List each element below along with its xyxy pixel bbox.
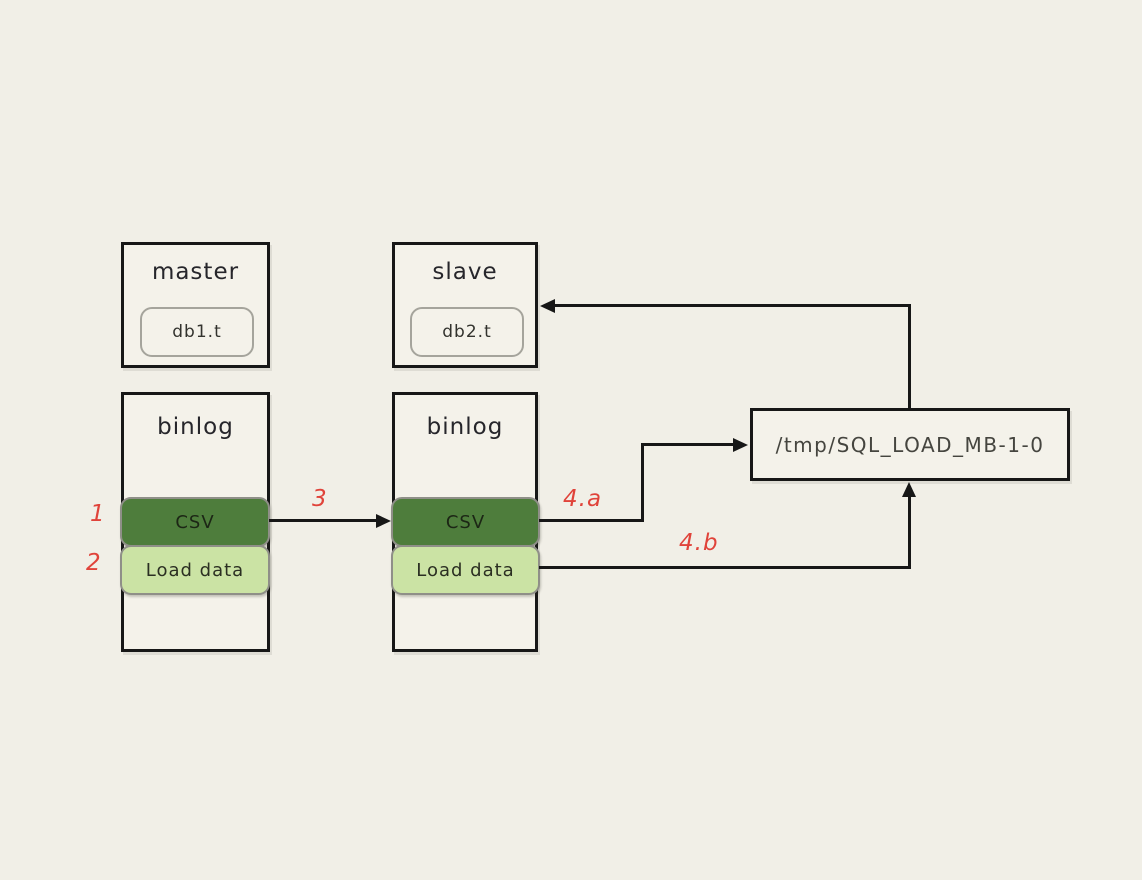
load-data-event-slave: Load data [391, 545, 540, 595]
csv-event-master-label: CSV [175, 511, 215, 533]
arrow-4a-line-h2 [641, 443, 735, 446]
arrow-4b-line-v [908, 495, 911, 569]
load-data-event-slave-label: Load data [416, 559, 515, 581]
step-label-4b: 4.b [679, 530, 719, 556]
arrow-4b-head-icon [902, 482, 916, 497]
step-label-1: 1 [90, 501, 106, 527]
tmp-file-node: /tmp/SQL_LOAD_MB-1-0 [750, 408, 1070, 481]
step-label-3: 3 [312, 486, 328, 512]
arrow-tmp-to-slave-line-v [908, 306, 911, 408]
load-data-event-master-label: Load data [145, 559, 245, 581]
binlog-slave-label: binlog [426, 414, 504, 440]
arrow-tmp-to-slave-head-icon [540, 298, 555, 313]
csv-event-slave: CSV [391, 497, 540, 547]
db2-table-label: db2.t [442, 322, 492, 342]
slave-label: slave [432, 259, 498, 285]
step-label-2: 2 [86, 550, 102, 576]
master-label: master [151, 259, 240, 285]
csv-event-slave-label: CSV [445, 511, 486, 533]
arrow-3-line [269, 519, 379, 522]
arrow-tmp-to-slave-line-h [553, 304, 911, 307]
arrow-4b-line-h [539, 566, 911, 569]
arrow-4a-line-v [641, 443, 644, 522]
arrow-3-head-icon [376, 513, 391, 528]
binlog-master-label: binlog [157, 414, 234, 440]
arrow-4a-head-icon [733, 437, 748, 452]
step-label-4a: 4.a [563, 486, 603, 512]
db1-table-chip: db1.t [140, 307, 254, 357]
db1-table-label: db1.t [172, 322, 222, 342]
arrow-4a-line-h1 [539, 519, 644, 522]
tmp-file-label: /tmp/SQL_LOAD_MB-1-0 [775, 432, 1045, 457]
db2-table-chip: db2.t [410, 307, 524, 357]
csv-event-master: CSV [120, 497, 270, 547]
load-data-event-master: Load data [120, 545, 270, 595]
